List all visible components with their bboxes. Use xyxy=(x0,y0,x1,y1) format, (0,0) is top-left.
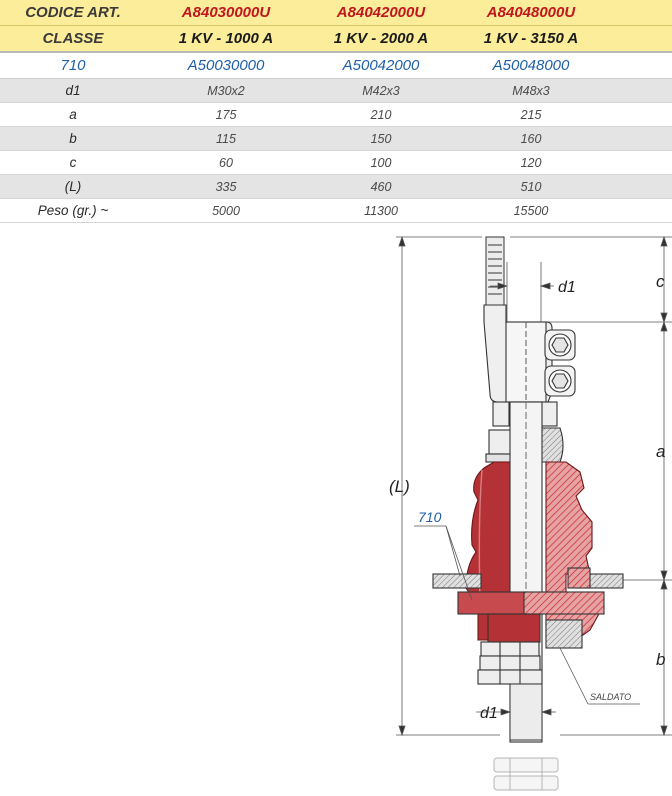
lower-flange xyxy=(457,591,605,649)
dim-d1-top-lines xyxy=(490,262,554,330)
row-value: 210 xyxy=(306,102,456,127)
row-label: (L) xyxy=(0,174,146,199)
header-code-2: A84042000U xyxy=(306,0,456,26)
dim-L-line xyxy=(396,235,500,737)
row-value: 175 xyxy=(146,102,306,127)
row-value: 150 xyxy=(306,126,456,151)
row-value: 335 xyxy=(146,174,306,199)
row-value: 5000 xyxy=(146,198,306,223)
specs-table: CODICE ART. A84030000U A84042000U A84048… xyxy=(0,0,672,223)
row-label: b xyxy=(0,126,146,151)
header-row-classe: CLASSE 1 KV - 1000 A 1 KV - 2000 A 1 KV … xyxy=(0,25,672,53)
row-value: M48x3 xyxy=(456,78,606,103)
row-value: 460 xyxy=(306,174,456,199)
weld-note: SALDATO xyxy=(590,692,631,702)
part-ref-leader xyxy=(414,525,473,601)
mounting-plate xyxy=(432,567,624,589)
row-value: 115 xyxy=(146,126,306,151)
header-code-3: A84048000U xyxy=(456,0,606,26)
table-row: (L) 335 460 510 xyxy=(0,174,672,199)
part-code-3: A50048000 xyxy=(456,52,606,79)
dim-b-label: b xyxy=(656,650,665,669)
dim-a-label: a xyxy=(656,442,665,461)
part-code-label: 710 xyxy=(0,52,146,79)
row-label: Peso (gr.) ~ xyxy=(0,198,146,223)
clamp-bolt-heads xyxy=(544,329,576,397)
row-label: d1 xyxy=(0,78,146,103)
row-label: a xyxy=(0,102,146,127)
weld-leader xyxy=(559,647,640,705)
row-value: 160 xyxy=(456,126,606,151)
bottom-threaded-stud xyxy=(509,683,543,741)
dim-d1-bottom-lines xyxy=(476,708,556,716)
row-value: 120 xyxy=(456,150,606,175)
header-spacer xyxy=(606,25,672,53)
table-row: c 60 100 120 xyxy=(0,150,672,175)
table-row: Peso (gr.) ~ 5000 11300 15500 xyxy=(0,198,672,223)
part-ref-label: 710 xyxy=(418,509,442,525)
header-row-code: CODICE ART. A84030000U A84042000U A84048… xyxy=(0,0,672,26)
dim-L-label: (L) xyxy=(389,477,410,496)
table-row: b 115 150 160 xyxy=(0,126,672,151)
lower-nuts xyxy=(477,641,543,685)
header-label-codice: CODICE ART. xyxy=(0,0,146,26)
terminal-clamp xyxy=(483,304,553,403)
header-class-1: 1 KV - 1000 A xyxy=(146,25,306,53)
top-threaded-stud xyxy=(485,236,505,306)
row-value: 510 xyxy=(456,174,606,199)
row-label: c xyxy=(0,150,146,175)
row-value: 11300 xyxy=(306,198,456,223)
dim-d1-top-label: d1 xyxy=(558,279,576,296)
row-value: 15500 xyxy=(456,198,606,223)
table-row: d1 M30x2 M42x3 M48x3 xyxy=(0,78,672,103)
dim-c-label: c xyxy=(656,272,665,291)
header-class-2: 1 KV - 2000 A xyxy=(306,25,456,53)
header-code-1: A84030000U xyxy=(146,0,306,26)
header-label-classe: CLASSE xyxy=(0,25,146,53)
header-class-3: 1 KV - 3150 A xyxy=(456,25,606,53)
row-value: M30x2 xyxy=(146,78,306,103)
row-value: 215 xyxy=(456,102,606,127)
part-code-1: A50030000 xyxy=(146,52,306,79)
row-value: 100 xyxy=(306,150,456,175)
part-code-row: 710 A50030000 A50042000 A50048000 xyxy=(0,52,672,79)
spare-nuts xyxy=(493,757,559,791)
row-value: M42x3 xyxy=(306,78,456,103)
header-spacer xyxy=(606,0,672,26)
dim-d1-bottom-label: d1 xyxy=(480,705,498,722)
table-row: a 175 210 215 xyxy=(0,102,672,127)
part-code-2: A50042000 xyxy=(306,52,456,79)
row-value: 60 xyxy=(146,150,306,175)
